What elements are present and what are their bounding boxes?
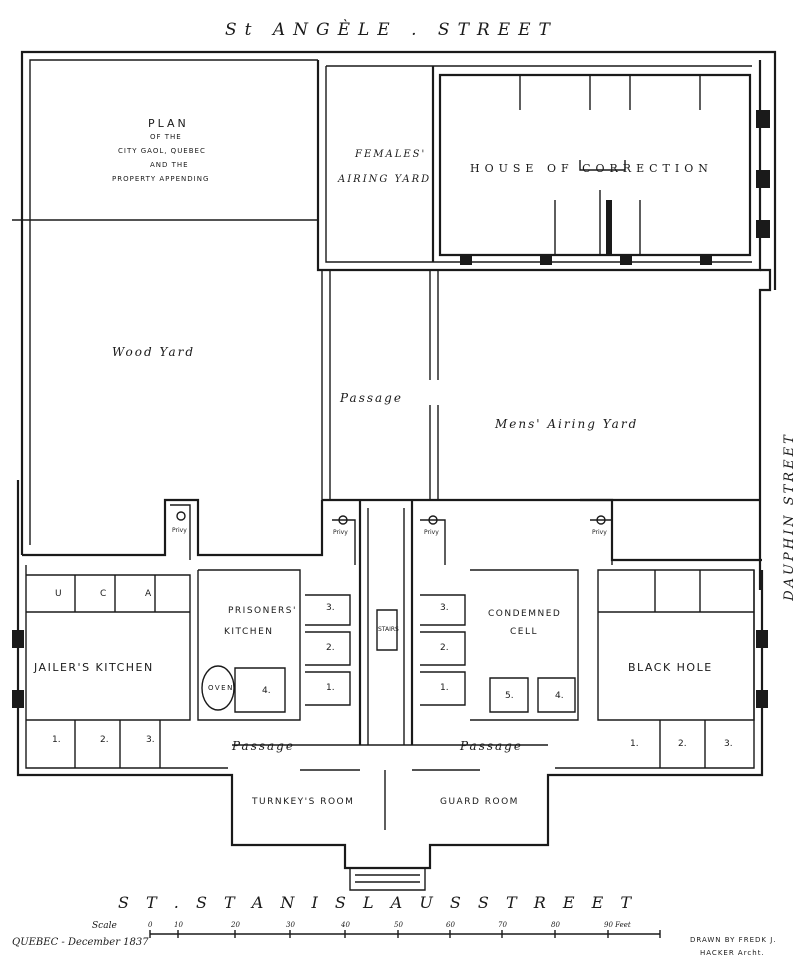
title-line-3: CITY GAOL, QUEBEC: [118, 147, 206, 155]
cc-cell-4: 4.: [555, 691, 564, 701]
jk-bottom-cell-3: 3.: [146, 735, 155, 745]
pk-cell-1: 1.: [326, 683, 335, 693]
date-label: QUEBEC - December 1837: [12, 937, 149, 948]
scale-bar: [149, 930, 661, 938]
title-line-1: PLAN: [148, 117, 189, 130]
privy-label-4: Privy: [592, 529, 607, 536]
wood-yard-label: Wood Yard: [112, 345, 196, 359]
scale-tick-0: 0: [148, 921, 153, 929]
scale-tick-3: 30: [286, 921, 295, 929]
condemned-cell-label-2: CELL: [510, 627, 538, 637]
street-label-south: S T . S T A N I S L A U S S T R E E T: [118, 893, 638, 912]
guard-room-label: GUARD ROOM: [440, 797, 519, 807]
black-hole-label: BLACK HOLE: [628, 661, 713, 674]
cc-cell-2: 2.: [440, 643, 449, 653]
bh-bottom-cell-2: 2.: [678, 739, 687, 749]
house-of-correction-label: HOUSE OF CORRECTION: [470, 162, 713, 175]
credit-line-2: HACKER Archt.: [700, 949, 765, 957]
scale-tick-5: 50: [394, 921, 403, 929]
females-yard-label-2: AIRING YARD: [338, 174, 432, 185]
jk-top-cell-2: C: [100, 589, 107, 599]
scale-tick-9: 90 Feet: [604, 921, 631, 929]
house-of-correction-block: [316, 60, 770, 272]
scale-tick-1: 10: [174, 921, 183, 929]
title-line-4: AND THE: [150, 161, 189, 169]
privy-label-3: Privy: [424, 529, 439, 536]
stairs-label: STAIRS: [378, 626, 399, 633]
pk-cell-3: 3.: [326, 603, 335, 613]
turnkeys-room-label: TURNKEY'S ROOM: [252, 797, 355, 807]
privy-label-1: Privy: [172, 527, 187, 534]
scale-label: Scale: [92, 921, 117, 931]
jk-top-cell-1: U: [55, 589, 62, 599]
gaol-building: [12, 480, 768, 891]
cc-cell-5: 5.: [505, 691, 514, 701]
jk-top-cell-3: A: [145, 589, 152, 599]
property-boundary: [12, 50, 777, 555]
jk-bottom-cell-2: 2.: [100, 735, 109, 745]
scale-tick-7: 70: [498, 921, 507, 929]
street-label-east: DAUPHIN STREET: [781, 432, 797, 601]
mens-airing-yard-label: Mens' Airing Yard: [495, 417, 639, 431]
jk-bottom-cell-1: 1.: [52, 735, 61, 745]
title-line-5: PROPERTY APPENDING: [112, 175, 210, 183]
jailers-kitchen-label: JAILER'S KITCHEN: [34, 661, 154, 674]
pk-cell-2: 2.: [326, 643, 335, 653]
scale-tick-6: 60: [446, 921, 455, 929]
prisoners-kitchen-label-2: KITCHEN: [224, 627, 274, 637]
privy-label-2: Privy: [333, 529, 348, 536]
passage-label-left: Passage: [232, 739, 295, 753]
condemned-cell-label-1: CONDEMNED: [488, 609, 562, 619]
yard-walls: [321, 268, 772, 590]
bh-bottom-cell-1: 1.: [630, 739, 639, 749]
credit-line-1: DRAWN BY FREDK J.: [690, 936, 777, 944]
scale-tick-8: 80: [551, 921, 560, 929]
street-label-north: St ANGÈLE . STREET: [225, 20, 558, 40]
females-yard-label-1: FEMALES': [355, 149, 427, 160]
passage-label-center: Passage: [340, 391, 403, 405]
cc-cell-3: 3.: [440, 603, 449, 613]
bh-bottom-cell-3: 3.: [724, 739, 733, 749]
scale-tick-2: 20: [231, 921, 240, 929]
prisoners-kitchen-label-1: PRISONERS': [228, 606, 297, 616]
oven-label: OVEN: [208, 684, 234, 692]
pk-cell-4: 4.: [262, 686, 271, 696]
title-line-2: OF THE: [150, 133, 182, 141]
scale-tick-4: 40: [341, 921, 350, 929]
cc-cell-1: 1.: [440, 683, 449, 693]
passage-label-right: Passage: [460, 739, 523, 753]
